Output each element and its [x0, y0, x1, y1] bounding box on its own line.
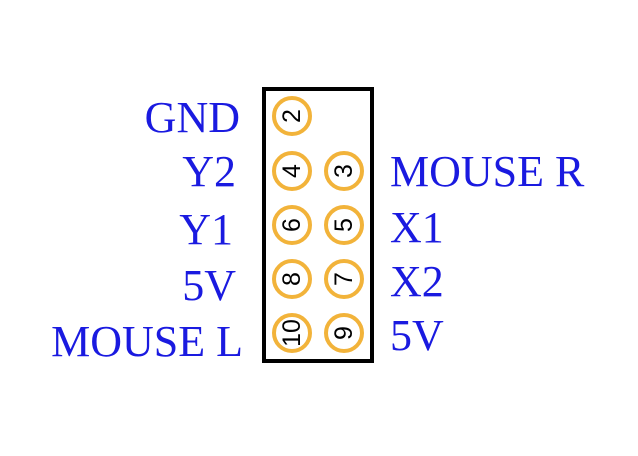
pin-6: 6 — [272, 205, 312, 245]
label-5v-left: 5V — [182, 261, 236, 310]
pin-number: 8 — [278, 272, 306, 286]
label-gnd: GND — [145, 93, 240, 142]
pin-ring — [272, 205, 312, 245]
pin-9: 9 — [324, 313, 364, 353]
label-5v-right: 5V — [390, 311, 444, 360]
pin-ring — [324, 313, 364, 353]
pin-number: 2 — [278, 109, 306, 123]
pin-7: 7 — [324, 259, 364, 299]
pin-2: 2 — [272, 96, 312, 136]
label-mouse-r: MOUSE R — [390, 147, 585, 196]
pin-5: 5 — [324, 205, 364, 245]
pin-10: 10 — [272, 313, 312, 353]
pin-8: 8 — [272, 259, 312, 299]
pin-4: 4 — [272, 151, 312, 191]
label-x2: X2 — [390, 257, 444, 306]
pin-ring — [272, 96, 312, 136]
pin-number: 5 — [330, 218, 358, 232]
label-mouse-l: MOUSE L — [51, 317, 243, 366]
pin-3: 3 — [324, 151, 364, 191]
label-y1: Y1 — [179, 205, 233, 254]
pin-number: 4 — [278, 164, 306, 178]
pin-ring — [272, 259, 312, 299]
pin-ring — [324, 151, 364, 191]
pin-number: 6 — [278, 218, 306, 232]
pin-number: 3 — [330, 164, 358, 178]
header-outline — [262, 87, 374, 363]
pin-number: 10 — [278, 319, 306, 347]
pin-ring — [272, 151, 312, 191]
pin-ring — [272, 313, 312, 353]
pin-number: 9 — [330, 326, 358, 340]
label-y2: Y2 — [182, 147, 236, 196]
label-x1: X1 — [390, 203, 444, 252]
pin-ring — [324, 259, 364, 299]
pin-number: 7 — [330, 272, 358, 286]
pin-ring — [324, 205, 364, 245]
